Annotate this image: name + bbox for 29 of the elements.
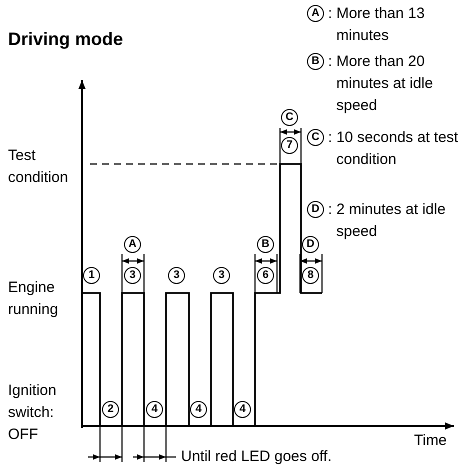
legend-key: C bbox=[307, 129, 324, 146]
axis-label: Until red LED goes off. bbox=[181, 447, 333, 467]
legend-key: A bbox=[307, 5, 324, 22]
axis-label: Test condition bbox=[8, 146, 70, 188]
callout-number: 6 bbox=[257, 267, 274, 284]
axis-label: Time bbox=[414, 431, 448, 451]
callout-letter: B bbox=[257, 236, 274, 253]
legend-text: : 2 minutes at idle speed bbox=[328, 200, 447, 242]
title: Driving mode bbox=[8, 28, 124, 50]
callout-number: 1 bbox=[83, 267, 100, 284]
callout-letter: C bbox=[281, 109, 298, 126]
axis-label: Ignition switch: OFF bbox=[8, 381, 58, 445]
legend-text: : More than 13 minutes bbox=[328, 4, 426, 46]
callout-letter: A bbox=[124, 236, 141, 253]
legend-key: B bbox=[307, 53, 324, 70]
callout-number: 4 bbox=[146, 401, 163, 418]
callout-number: 8 bbox=[302, 267, 319, 284]
callout-number: 3 bbox=[213, 267, 230, 284]
callout-letter: D bbox=[302, 236, 319, 253]
callout-number: 7 bbox=[281, 137, 298, 154]
legend-text: : More than 20 minutes at idle speed bbox=[328, 52, 434, 116]
legend-key: D bbox=[307, 201, 324, 218]
callout-number: 3 bbox=[168, 267, 185, 284]
callout-number: 4 bbox=[234, 401, 251, 418]
axis-label: Engine running bbox=[8, 278, 60, 320]
callout-number: 3 bbox=[124, 267, 141, 284]
callout-number: 4 bbox=[190, 401, 207, 418]
callout-number: 2 bbox=[102, 401, 119, 418]
legend-text: : 10 seconds at test condition bbox=[328, 128, 458, 170]
